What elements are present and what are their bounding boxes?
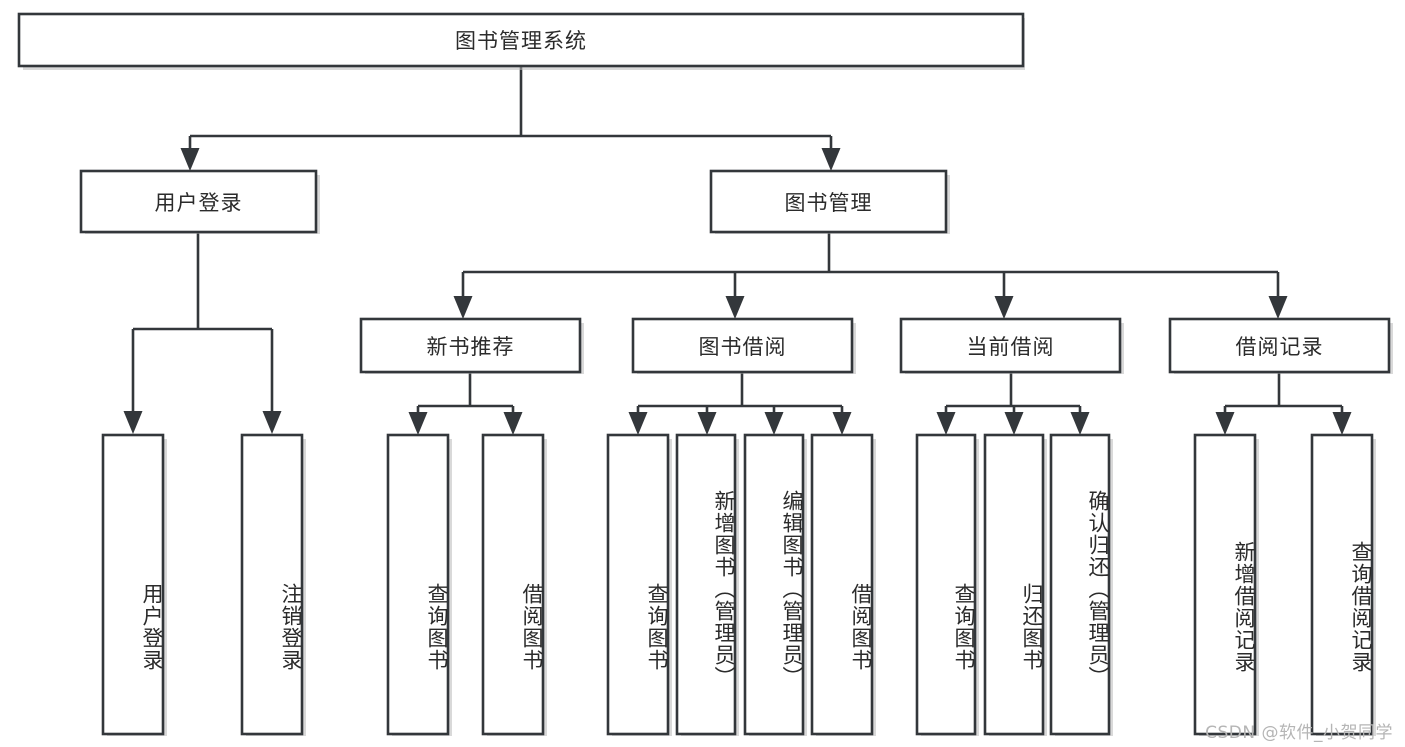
arrowhead-book-manage — [821, 148, 841, 171]
node-new-book-recommend[interactable] — [359, 317, 582, 374]
arrowhead-leaf-add-book — [697, 412, 717, 435]
leaf-edit-book[interactable] — [743, 433, 805, 736]
leaf-add-record[interactable] — [1193, 433, 1257, 736]
arrowhead-leaf-user-logout — [262, 411, 282, 434]
arrowhead-leaf-query-book-2 — [628, 412, 648, 435]
leaf-confirm-return[interactable] — [1049, 433, 1111, 736]
node-book-manage[interactable] — [709, 169, 948, 234]
arrowhead-leaf-borrow-book-2 — [832, 412, 852, 435]
node-user-login[interactable] — [79, 169, 318, 234]
arrowhead-borrow-record — [1268, 296, 1288, 319]
csdn-watermark: CSDN @软件_小贺同学 — [1205, 723, 1393, 743]
arrowhead-leaf-confirm-return — [1070, 412, 1090, 435]
box-layer — [17, 12, 1393, 736]
arrowhead-leaf-query-book-1 — [408, 412, 428, 435]
arrowhead-leaf-edit-book — [764, 412, 784, 435]
node-book-borrow[interactable] — [631, 317, 854, 374]
arrowhead-user-login — [180, 148, 200, 171]
leaf-query-book-3[interactable] — [915, 433, 977, 736]
leaf-user-login[interactable] — [101, 433, 165, 736]
arrowhead-leaf-query-record — [1332, 412, 1352, 435]
connector-layer — [123, 66, 1352, 435]
leaf-query-book-1[interactable] — [386, 433, 450, 736]
arrowhead-leaf-query-book-3 — [936, 412, 956, 435]
arrowhead-leaf-add-record — [1215, 412, 1235, 435]
leaf-user-logout[interactable] — [240, 433, 304, 736]
arrowhead-leaf-borrow-book-1 — [503, 412, 523, 435]
arrowhead-current-borrow — [994, 296, 1014, 319]
arrowhead-leaf-user-login — [123, 411, 143, 434]
leaf-query-book-2[interactable] — [606, 433, 670, 736]
leaf-borrow-book-1[interactable] — [481, 433, 545, 736]
arrowhead-book-borrow — [725, 296, 745, 319]
node-current-borrow[interactable] — [899, 317, 1122, 374]
leaf-add-book[interactable] — [675, 433, 737, 736]
leaf-borrow-book-2[interactable] — [810, 433, 874, 736]
arrowhead-new-book-recommend — [453, 296, 473, 319]
node-borrow-record[interactable] — [1168, 317, 1391, 374]
leaf-query-record[interactable] — [1310, 433, 1374, 736]
node-root[interactable] — [17, 12, 1025, 68]
arrowhead-leaf-return-book — [1004, 412, 1024, 435]
leaf-return-book[interactable] — [983, 433, 1045, 736]
